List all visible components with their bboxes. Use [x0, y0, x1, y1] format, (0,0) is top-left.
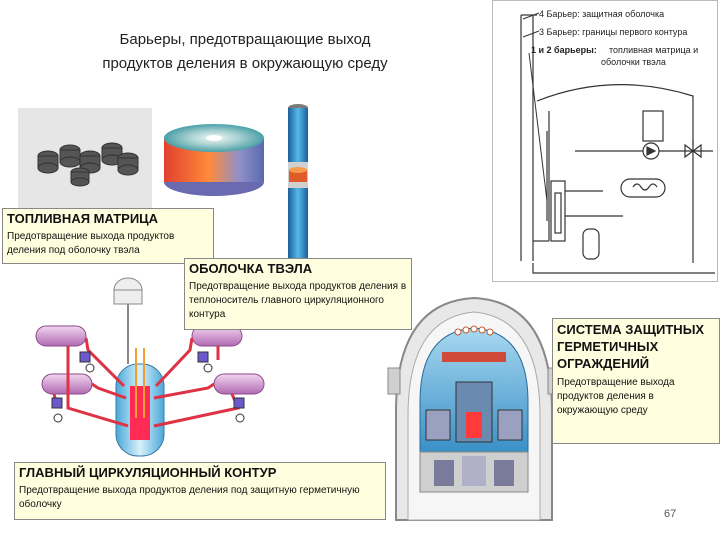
barrier-schematic: 4 Барьер: защитная оболочка 3 Барьер: гр…	[492, 0, 718, 282]
primary-circuit-image	[28, 268, 278, 464]
fuel-disc-drawing	[164, 124, 264, 196]
fuel-matrix-text: Предотвращение выхода продуктов деления …	[7, 231, 175, 256]
slide-title-line2: продуктов деления в окружающую среду	[102, 55, 388, 72]
slide-title-line1: Барьеры, предотвращающие выход	[119, 31, 371, 48]
fuel-matrix-box: ТОПЛИВНАЯ МАТРИЦА Предотвращение выхода …	[2, 208, 214, 264]
page-number: 67	[664, 508, 677, 520]
fuel-rod-image	[280, 102, 316, 262]
cladding-text: Предотвращение выхода продуктов деления …	[189, 281, 407, 320]
fuel-disc-image	[160, 118, 268, 198]
containment-drawing	[387, 296, 561, 521]
schematic-label-barrier4: 4 Барьер: защитная оболочка	[539, 9, 665, 19]
primary-circuit-drawing	[35, 277, 265, 457]
schematic-label-barrier12: топливная матрица и	[609, 45, 699, 55]
schematic-label-barrier3: 3 Барьер: границы первого контура	[539, 27, 688, 37]
schematic-label-cladding: оболочки твэла	[601, 57, 666, 67]
cladding-heading: ОБОЛОЧКА ТВЭЛА	[189, 261, 313, 276]
slide-title: Барьеры, предотвращающие выход продуктов…	[60, 28, 430, 76]
cladding-box: ОБОЛОЧКА ТВЭЛА Предотвращение выхода про…	[184, 258, 412, 330]
schematic-label-barrier12-prefix: 1 и 2 барьеры:	[531, 45, 597, 55]
fuel-matrix-heading: ТОПЛИВНАЯ МАТРИЦА	[7, 211, 159, 226]
containment-heading: СИСТЕМА ЗАЩИТНЫХ ГЕРМЕТИЧНЫХ ОГРАЖДЕНИЙ	[557, 322, 705, 371]
fuel-rod-drawing	[288, 104, 308, 258]
primary-circuit-text: Предотвращение выхода продуктов деления …	[19, 485, 360, 510]
fuel-pellets-drawing	[37, 142, 139, 187]
primary-circuit-box: ГЛАВНЫЙ ЦИРКУЛЯЦИОННЫЙ КОНТУР Предотвращ…	[14, 462, 386, 520]
containment-image	[386, 292, 562, 522]
fuel-pellets-image	[18, 108, 152, 212]
containment-box: СИСТЕМА ЗАЩИТНЫХ ГЕРМЕТИЧНЫХ ОГРАЖДЕНИЙ …	[552, 318, 720, 444]
schematic-drawing	[520, 12, 715, 274]
containment-text: Предотвращение выхода продуктов деления …	[557, 377, 675, 416]
primary-circuit-heading: ГЛАВНЫЙ ЦИРКУЛЯЦИОННЫЙ КОНТУР	[19, 465, 277, 480]
